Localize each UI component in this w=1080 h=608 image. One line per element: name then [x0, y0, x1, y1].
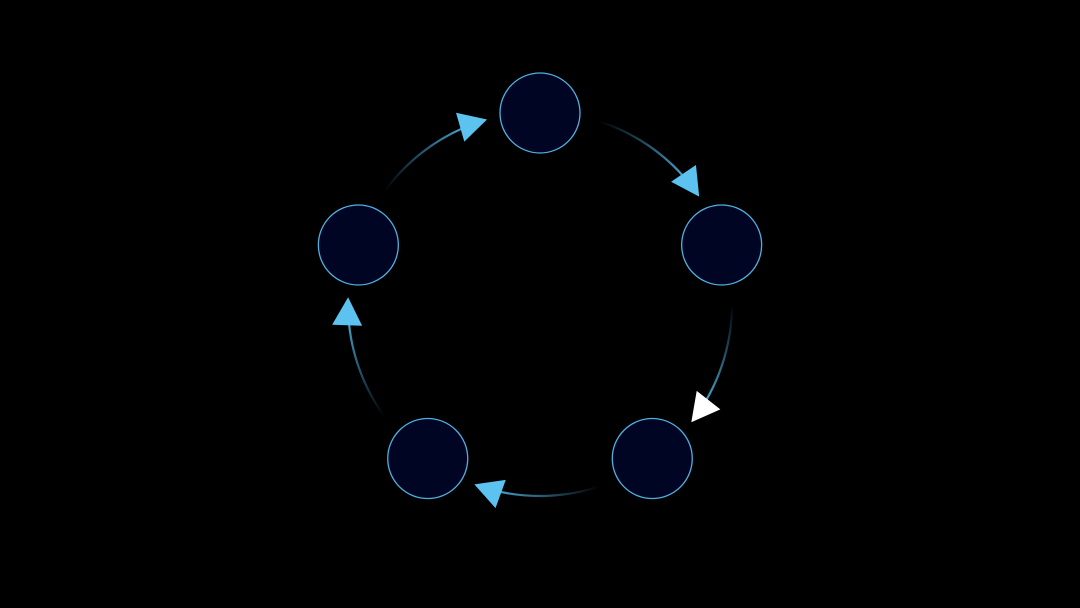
node-layer — [317, 72, 763, 500]
arrowhead-icon — [332, 297, 363, 326]
cycle-arc — [598, 120, 688, 182]
cycle-node — [681, 204, 763, 286]
arrowhead-icon — [671, 165, 700, 197]
cycle-node — [499, 72, 581, 154]
arrowhead-icon — [691, 390, 721, 423]
arrowhead-icon — [456, 112, 488, 142]
cycle-arc — [701, 303, 734, 407]
cycle-arc — [347, 317, 386, 418]
cycle-arc — [383, 124, 469, 192]
cycle-node — [387, 417, 469, 500]
arrowhead-icon — [474, 479, 506, 509]
cycle-node — [611, 417, 693, 500]
arc-layer — [332, 112, 734, 509]
cycle-node — [317, 204, 399, 286]
cycle-arc — [493, 485, 600, 498]
